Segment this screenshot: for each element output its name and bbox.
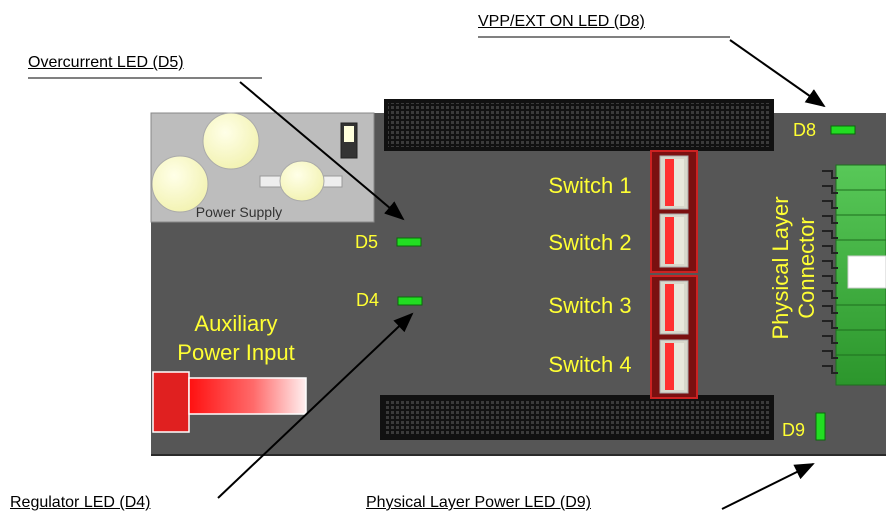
aux-power-plug <box>152 371 190 433</box>
switch-1 <box>659 155 689 210</box>
inductor <box>279 160 325 202</box>
capacitor-small <box>151 155 209 213</box>
regulator-led-callout: Regulator LED (D4) <box>10 494 151 511</box>
physical-layer-connector <box>822 164 886 386</box>
connector-label-line2: Connector <box>794 217 819 319</box>
overcurrent-led-callout: Overcurrent LED (D5) <box>28 54 184 71</box>
vpp-arrow <box>729 39 826 108</box>
switch-4-label: Switch 4 <box>548 352 631 377</box>
overcurrent-arrow <box>239 81 405 221</box>
d8-led <box>830 125 856 135</box>
capacitor-large <box>202 112 260 170</box>
phy-power-arrow <box>721 463 815 510</box>
d4-led <box>397 296 423 306</box>
switch-3-label: Switch 3 <box>548 293 631 318</box>
vpp-ext-led-callout: VPP/EXT ON LED (D8) <box>478 13 645 30</box>
d9-led <box>815 412 826 441</box>
regulator-arrow <box>217 312 414 499</box>
aux-power-jack <box>188 377 307 415</box>
aux-power-label-line2: Power Input <box>177 340 294 365</box>
aux-power-label-line1: Auxiliary <box>194 311 277 336</box>
phy-power-led-callout: Physical Layer Power LED (D9) <box>366 494 591 511</box>
d5-led <box>396 237 422 247</box>
d9-label: D9 <box>782 420 805 440</box>
switch-2 <box>659 213 689 268</box>
switch-4 <box>659 339 689 394</box>
d5-label: D5 <box>355 232 378 252</box>
d8-label: D8 <box>793 120 816 140</box>
switch-1-label: Switch 1 <box>548 173 631 198</box>
switch-3 <box>659 280 689 335</box>
connector-label-line1: Physical Layer <box>768 196 793 339</box>
d4-label: D4 <box>356 290 379 310</box>
switch-2-label: Switch 2 <box>548 230 631 255</box>
power-supply-label: Power Supply <box>196 204 282 220</box>
